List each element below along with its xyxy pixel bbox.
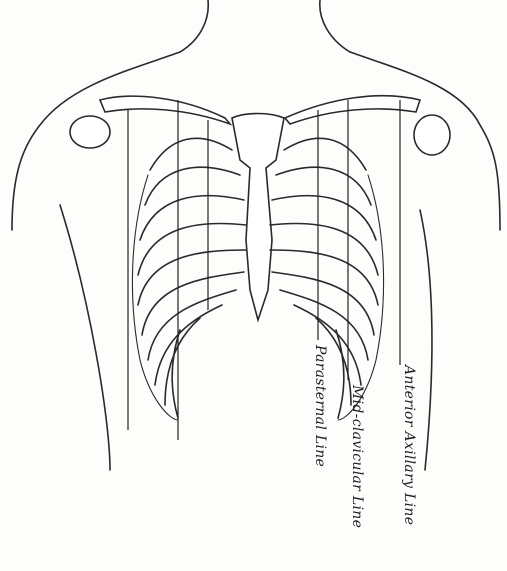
midclavicular-line-label: Mid-clavicular Line xyxy=(349,385,365,528)
neck-right-outline xyxy=(320,0,350,52)
shoulder-joint-right xyxy=(414,115,450,155)
clavicle-left xyxy=(100,96,230,124)
sternum xyxy=(232,114,284,321)
parasternal-line-label: Parasternal Line xyxy=(312,345,328,467)
shoulder-joint-left xyxy=(70,116,110,148)
anterior-axillary-line-label: Anterior Axillary Line xyxy=(401,365,417,525)
torso-right-arm xyxy=(420,210,432,470)
neck-left-outline xyxy=(180,0,208,52)
torso-left-arm xyxy=(60,205,110,470)
ribs-left xyxy=(132,138,246,420)
